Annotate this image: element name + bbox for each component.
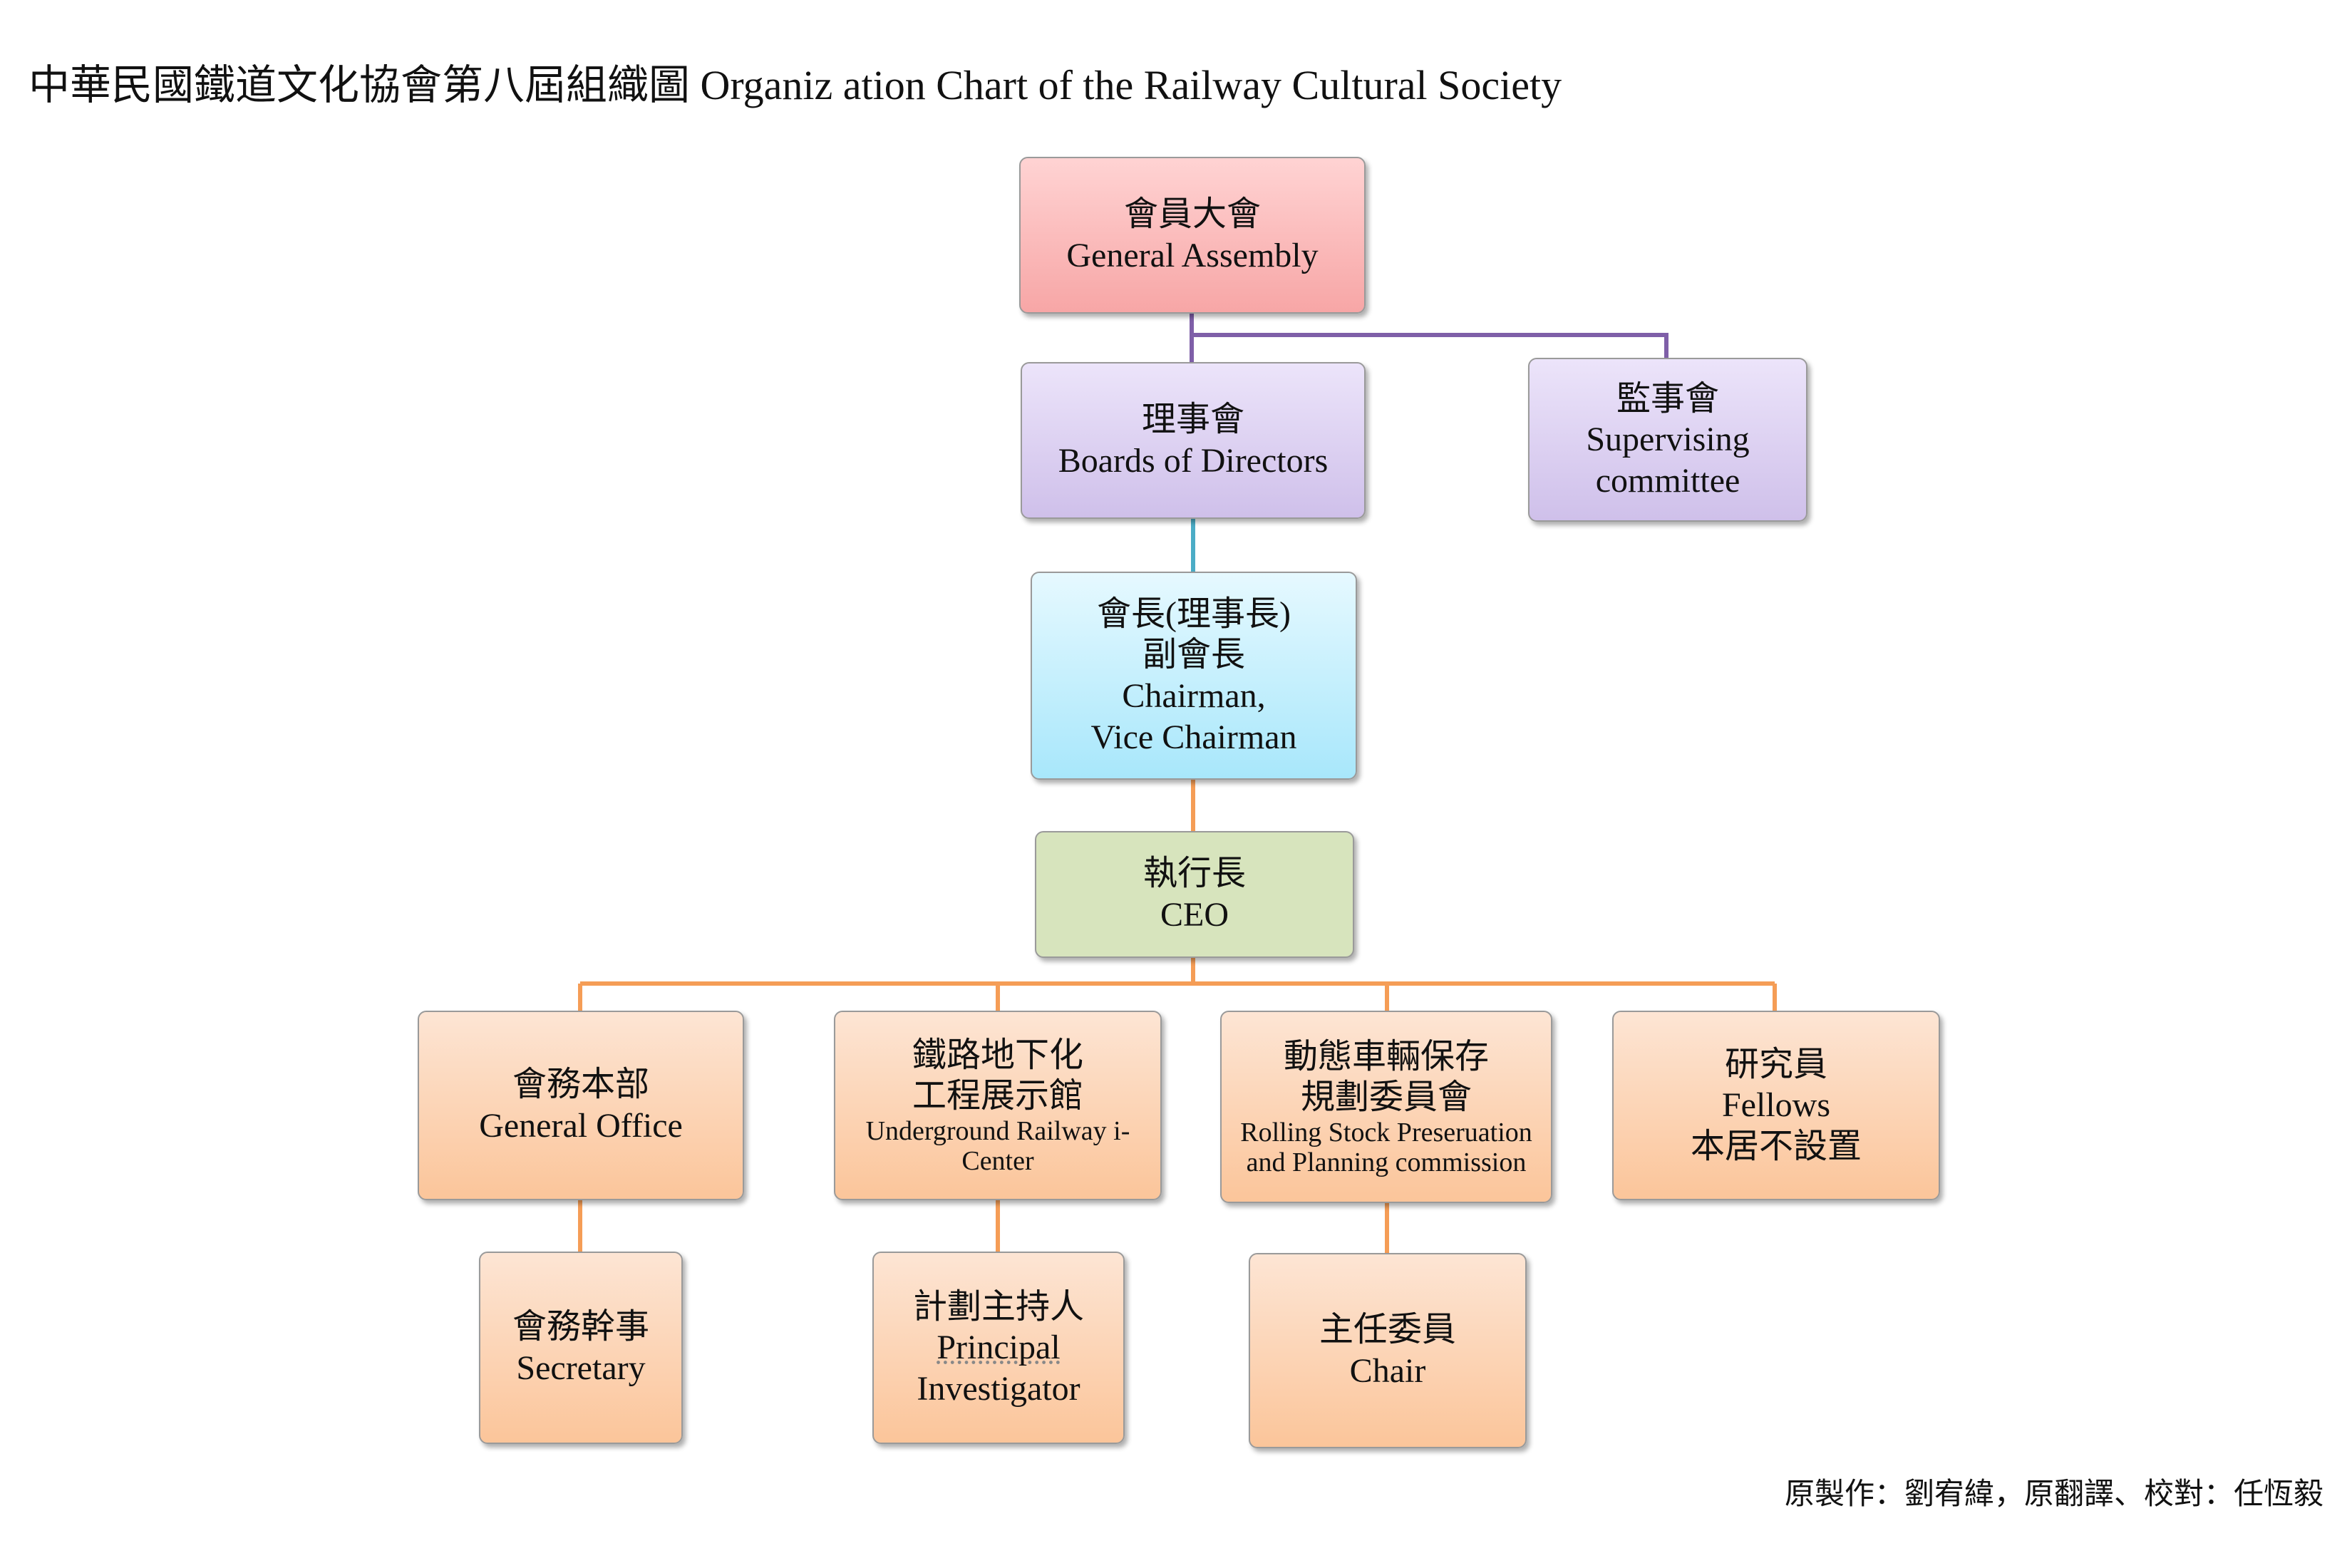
rolling-stock-zh-line2: 規劃委員會 <box>1300 1078 1472 1117</box>
underground-en-line1: Underground Railway i- <box>865 1115 1130 1146</box>
node-underground-railway[interactable]: 鐵路地下化 工程展示館 Underground Railway i- Cente… <box>834 1011 1162 1200</box>
underground-zh-line1: 鐵路地下化 <box>912 1036 1083 1074</box>
node-general-assembly[interactable]: 會員大會 General Assembly <box>1019 157 1366 314</box>
principal-en-line2: Investigator <box>917 1369 1080 1408</box>
ceo-zh: 執行長 <box>1143 855 1246 893</box>
node-principal-investigator[interactable]: 計劃主持人 Principal Investigator <box>872 1252 1125 1444</box>
secretary-zh: 會務幹事 <box>512 1308 649 1346</box>
general-assembly-en: General Assembly <box>1066 237 1319 274</box>
node-general-office[interactable]: 會務本部 General Office <box>418 1011 744 1200</box>
node-boards-of-directors[interactable]: 理事會 Boards of Directors <box>1021 362 1366 519</box>
secretary-en: Secretary <box>516 1349 646 1387</box>
chairman-zh-line1: 會長(理事長) <box>1097 594 1291 633</box>
credits-text: 原製作：劉宥緯，原翻譯、校對：任恆毅 <box>1784 1478 2323 1511</box>
fellows-en: Fellows <box>1721 1086 1830 1125</box>
general-assembly-zh: 會員大會 <box>1123 195 1261 234</box>
rolling-stock-en-line1: Rolling Stock Preseruation <box>1240 1117 1532 1147</box>
chairman-en-line2: Vice Chairman <box>1090 718 1297 756</box>
ceo-en: CEO <box>1160 896 1229 934</box>
chairman-en-line1: Chairman, <box>1122 677 1266 715</box>
node-chairman[interactable]: 會長(理事長) 副會長 Chairman, Vice Chairman <box>1031 572 1357 780</box>
connector-assembly-to-supervising <box>1192 333 1668 358</box>
node-supervising-committee[interactable]: 監事會 Supervising committee <box>1528 358 1807 522</box>
node-chair[interactable]: 主任委員 Chair <box>1249 1253 1527 1448</box>
principal-en-line1: Principal <box>937 1329 1061 1367</box>
general-office-en: General Office <box>479 1107 683 1145</box>
general-office-zh: 會務本部 <box>512 1066 649 1104</box>
chairman-zh-line2: 副會長 <box>1142 636 1245 674</box>
node-secretary[interactable]: 會務幹事 Secretary <box>479 1252 683 1444</box>
chart-title: 中華民國鐵道文化協會第八屆組織圖 Organiz ation Chart of … <box>29 62 1562 108</box>
supervising-en-line1: Supervising <box>1586 421 1750 459</box>
fellows-zh: 研究員 <box>1724 1045 1827 1083</box>
principal-zh: 計劃主持人 <box>912 1287 1084 1326</box>
rolling-stock-zh-line1: 動態車輛保存 <box>1283 1037 1489 1076</box>
node-ceo[interactable]: 執行長 CEO <box>1035 831 1354 958</box>
node-fellows[interactable]: 研究員 Fellows 本居不設置 <box>1612 1011 1940 1200</box>
chair-en: Chair <box>1349 1352 1426 1390</box>
chair-zh: 主任委員 <box>1319 1311 1456 1349</box>
node-rolling-stock[interactable]: 動態車輛保存 規劃委員會 Rolling Stock Preseruation … <box>1220 1011 1552 1203</box>
supervising-zh: 監事會 <box>1616 379 1719 418</box>
boards-zh: 理事會 <box>1141 401 1244 439</box>
underground-zh-line2: 工程展示館 <box>912 1077 1083 1115</box>
fellows-note: 本居不設置 <box>1690 1127 1862 1165</box>
rolling-stock-en-line2: and Planning commission <box>1246 1147 1527 1177</box>
underground-en-line2: Center <box>961 1145 1034 1176</box>
boards-en: Boards of Directors <box>1058 442 1329 480</box>
supervising-en-line2: committee <box>1595 461 1740 500</box>
